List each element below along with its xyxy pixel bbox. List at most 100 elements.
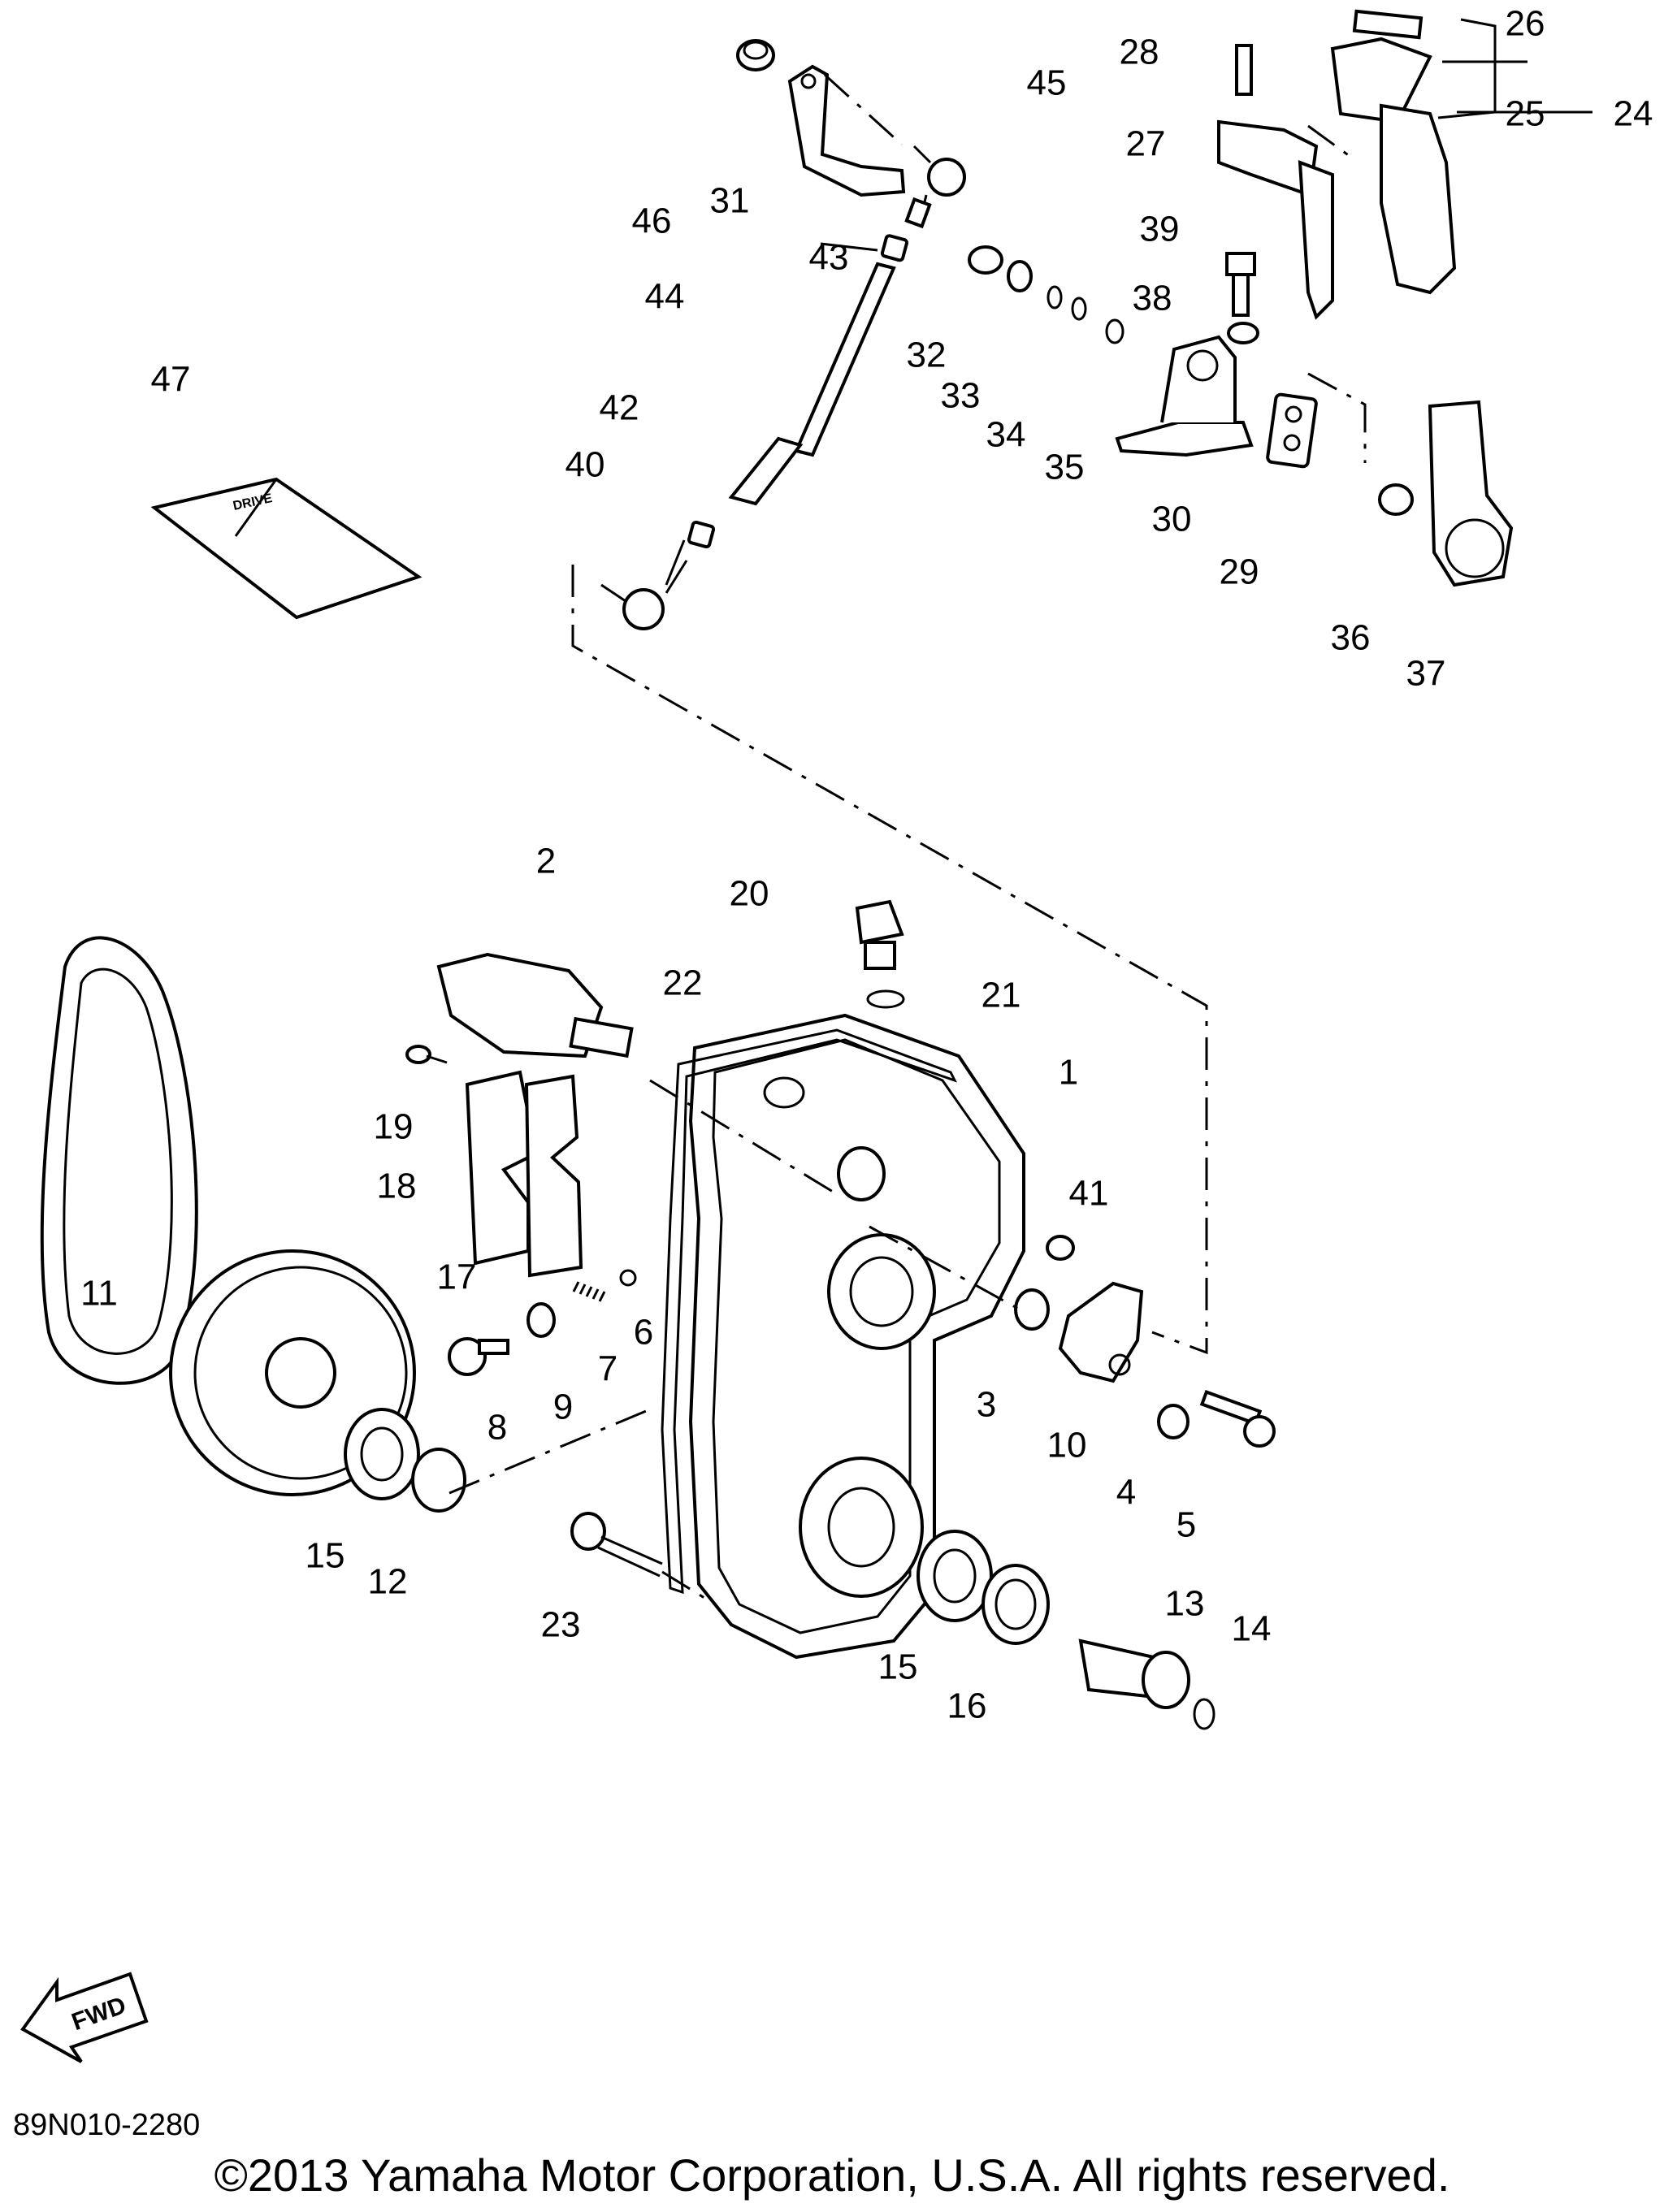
part-34-washer-a [1046,285,1063,310]
callout-43: 43 [809,238,849,278]
part-37-cover [1428,400,1514,587]
callout-23: 23 [541,1605,581,1645]
callout-2: 2 [536,842,556,881]
part-10-cam [1058,1281,1144,1383]
callout-27: 27 [1126,124,1166,164]
part-25-handle [1330,37,1457,295]
part-22-gasket [661,1028,957,1595]
part-15-bearing-b [916,1530,993,1622]
part-32-bushing [968,245,1003,275]
part-17-plate [524,1074,583,1278]
callout-18: 18 [377,1167,417,1206]
callout-29: 29 [1220,552,1259,592]
callout-28: 28 [1120,32,1159,72]
callout-40: 40 [566,445,605,485]
part-34-washer-b [1071,297,1087,321]
part-44-rod [728,262,896,506]
callout-44: 44 [645,277,685,317]
part-code: 89N010-2280 [13,2108,201,2142]
part-26-pad [1352,9,1424,40]
part-36-nut [1378,483,1414,516]
copyright-notice: ©2013 Yamaha Motor Corporation, U.S.A. A… [214,2149,1450,2201]
callout-33: 33 [941,376,981,416]
callout-36: 36 [1331,618,1371,658]
callout-19: 19 [374,1107,414,1147]
part-42-collar [687,520,716,549]
part-1-chaincase [688,1013,1025,1660]
callout-32: 32 [907,335,947,375]
callout-25: 25 [1506,94,1545,134]
callout-6: 6 [634,1313,653,1353]
callout-11: 11 [80,1274,118,1314]
callout-4: 4 [1116,1473,1136,1513]
callout-1: 1 [1059,1053,1078,1093]
callout-20: 20 [730,874,769,914]
callout-26: 26 [1506,4,1545,44]
part-31-lever [787,64,906,197]
part-30-bracket [1115,335,1254,457]
callout-14: 14 [1232,1609,1272,1649]
callout-12: 12 [368,1562,408,1602]
callout-21: 21 [982,976,1021,1015]
callout-41: 41 [1069,1174,1109,1214]
part-6-ball [619,1269,637,1287]
part-11-chain [40,936,198,1385]
part-33-washer [1007,260,1033,292]
callout-8: 8 [488,1408,507,1448]
callout-30: 30 [1152,500,1192,539]
part-2-shift-drum [436,952,634,1058]
part-12-collar [411,1448,466,1513]
shift-linkage-group [150,9,1514,630]
callout-24: 24 [1614,94,1653,134]
callout-17: 17 [437,1258,477,1297]
callout-35: 35 [1045,448,1085,487]
leader-lines [448,18,1592,1606]
callout-46: 46 [632,201,672,241]
part-5-bolt [1199,1389,1276,1448]
part-21-oring [866,989,905,1009]
callout-37: 37 [1406,654,1446,694]
part-20-breather [855,899,904,970]
part-46-nut [736,39,775,71]
callout-labels: 1 2 3 4 5 6 7 8 9 10 11 12 13 14 15 15 1… [80,4,1653,1726]
part-15-bearing-a [344,1408,420,1500]
callout-34: 34 [986,415,1026,455]
part-39-bolt [1225,252,1256,317]
part-16-seal [982,1564,1050,1645]
part-4-washer [1157,1404,1190,1439]
part-29-plate [1266,392,1318,469]
part-18-plate [465,1070,539,1266]
callout-15a: 15 [306,1536,345,1576]
part-41-nut [1046,1235,1075,1261]
part-8-bolt [448,1337,509,1376]
callout-5: 5 [1176,1505,1196,1545]
callout-39: 39 [1140,210,1180,249]
callout-45: 45 [1027,63,1067,103]
part-7-spring [572,1281,606,1302]
callout-7: 7 [598,1349,618,1389]
part-28-bolt [1235,44,1253,96]
part-43-collar [880,234,908,262]
part-23-bolt [570,1512,663,1578]
chaincase-group [40,899,1276,1730]
part-38-washer [1227,322,1259,344]
callout-15b: 15 [878,1647,918,1687]
callout-42: 42 [600,388,639,428]
callout-3: 3 [977,1385,996,1425]
callout-10: 10 [1047,1426,1087,1465]
callout-22: 22 [663,963,703,1003]
part-19-screw [405,1045,448,1064]
part-40-ball-joint [600,560,688,630]
part-35-washer [1105,318,1124,344]
callout-13: 13 [1165,1584,1205,1624]
part-9-washer [526,1302,556,1338]
callout-31: 31 [710,181,750,221]
callout-47: 47 [151,360,191,400]
part-47-decal [150,477,422,620]
callout-9: 9 [553,1387,573,1427]
part-13-shaft [1078,1638,1190,1709]
part-14-oring [1193,1698,1216,1730]
part-45-ball-joint [904,145,966,229]
fwd-arrow-icon: FWD [20,1972,149,2063]
